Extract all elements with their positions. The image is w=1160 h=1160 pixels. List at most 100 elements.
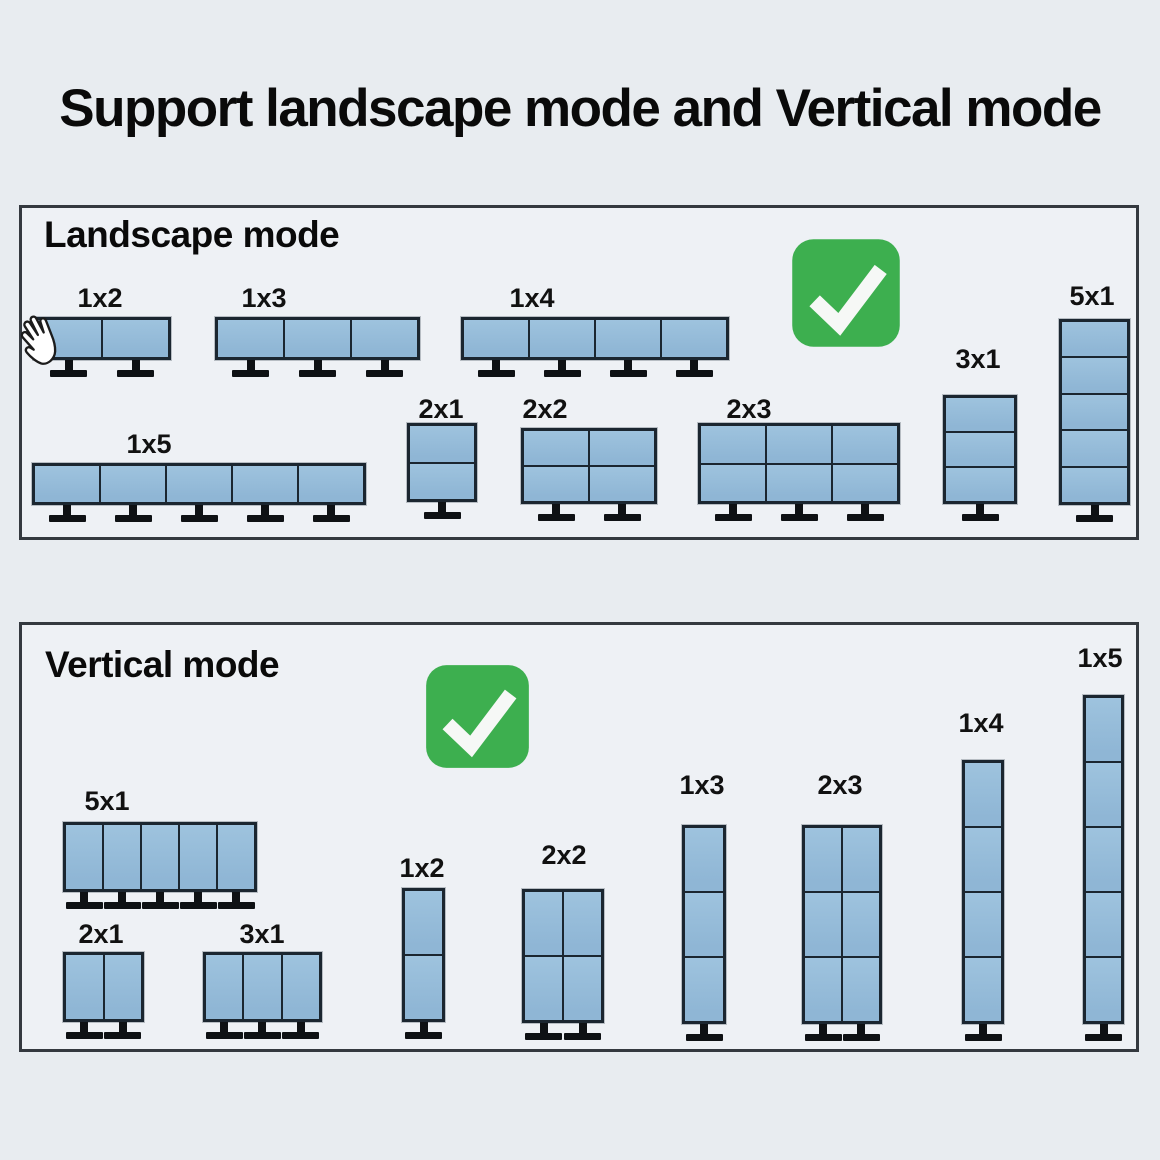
monitor-screen <box>832 463 898 502</box>
monitor-screen <box>589 430 655 466</box>
config-label-landscape-2x2: 2x2 <box>522 394 568 424</box>
monitor-screen <box>103 824 141 890</box>
monitor-stand <box>685 1024 723 1042</box>
config-label-vertical-1x2: 1x2 <box>399 853 445 883</box>
monitor-grid-vertical-2x3 <box>802 825 882 1024</box>
config-label-vertical-2x1: 2x1 <box>78 919 124 949</box>
monitor-screen <box>945 467 1015 502</box>
monitor-screen <box>1061 321 1128 358</box>
monitor-screen <box>684 827 724 892</box>
monitor-screen <box>103 954 142 1020</box>
monitor-grid-vertical-5x1 <box>63 822 257 892</box>
monitor-screen <box>945 432 1015 467</box>
monitor-stand <box>50 360 88 378</box>
monitor-screen <box>523 430 589 466</box>
monitor-grid-landscape-5x1 <box>1059 319 1130 505</box>
monitor-screen <box>684 892 724 957</box>
monitor-screen <box>1085 827 1122 892</box>
config-label-landscape-2x3: 2x3 <box>726 394 772 424</box>
monitor-stand <box>846 504 884 522</box>
monitor-grid-vertical-1x4 <box>962 760 1004 1024</box>
monitor-screen <box>964 892 1002 957</box>
config-label-landscape-1x5: 1x5 <box>126 429 172 459</box>
monitor-screen <box>766 425 832 464</box>
page-title: Support landscape mode and Vertical mode <box>59 79 1102 138</box>
monitor-screen <box>298 465 364 503</box>
monitor-screen <box>1061 393 1128 431</box>
monitor-screen <box>700 425 766 464</box>
monitor-screen <box>205 954 244 1020</box>
monitor-stand <box>804 1024 842 1042</box>
monitor-stand <box>48 505 86 523</box>
checkmark-icon <box>790 237 902 349</box>
monitor-screen <box>1085 957 1122 1022</box>
monitor-stand <box>243 1022 281 1040</box>
monitor-screen <box>589 466 655 502</box>
monitor-screen <box>284 319 351 358</box>
monitor-screen <box>523 466 589 502</box>
monitor-screen <box>842 957 880 1022</box>
monitor-stand <box>543 360 581 378</box>
hand-cursor-icon <box>4 302 71 373</box>
monitor-stand <box>141 892 179 910</box>
monitor-stand <box>312 505 350 523</box>
monitor-stand <box>675 360 713 378</box>
config-label-vertical-5x1: 5x1 <box>84 786 130 816</box>
monitor-screen <box>65 824 103 890</box>
config-label-landscape-5x1: 5x1 <box>1069 281 1115 311</box>
monitor-screen <box>232 465 298 503</box>
monitor-screen <box>351 319 418 358</box>
checkmark-icon <box>424 663 531 770</box>
monitor-stand <box>1085 1024 1123 1042</box>
monitor-stand <box>609 360 647 378</box>
monitor-grid-vertical-1x3 <box>682 825 726 1024</box>
config-label-vertical-1x5: 1x5 <box>1077 643 1123 673</box>
monitor-screen <box>102 319 169 358</box>
monitor-screen <box>563 891 602 956</box>
monitor-stand <box>366 360 404 378</box>
monitor-grid-vertical-2x1 <box>63 952 144 1022</box>
monitor-stand <box>282 1022 320 1040</box>
monitor-stand <box>299 360 337 378</box>
monitor-stand <box>423 502 461 520</box>
monitor-stand <box>1076 505 1114 523</box>
monitor-screen <box>409 462 475 500</box>
monitor-stand <box>232 360 270 378</box>
monitor-stand <box>525 1023 563 1041</box>
monitor-stand <box>564 1023 602 1041</box>
monitor-stand <box>961 504 999 522</box>
monitor-screen <box>964 957 1002 1022</box>
panel-heading-landscape: Landscape mode <box>44 214 340 255</box>
config-label-vertical-3x1: 3x1 <box>239 919 285 949</box>
monitor-stand <box>405 1022 443 1040</box>
monitor-stand <box>179 892 217 910</box>
monitor-screen <box>141 824 179 890</box>
monitor-grid-landscape-2x1 <box>407 423 477 502</box>
monitor-screen <box>1061 430 1128 467</box>
monitor-screen <box>804 827 842 892</box>
config-label-landscape-1x4: 1x4 <box>509 283 555 313</box>
config-label-vertical-1x4: 1x4 <box>958 708 1004 738</box>
monitor-screen <box>529 319 595 358</box>
monitor-stand <box>117 360 155 378</box>
monitor-grid-vertical-1x2 <box>402 888 445 1022</box>
monitor-screen <box>100 465 166 503</box>
config-label-vertical-2x3: 2x3 <box>817 770 863 800</box>
monitor-screen <box>842 827 880 892</box>
monitor-screen <box>661 319 727 358</box>
monitor-grid-landscape-2x2 <box>521 428 657 504</box>
monitor-screen <box>166 465 232 503</box>
monitor-screen <box>563 956 602 1021</box>
monitor-screen <box>804 957 842 1022</box>
monitor-screen <box>524 956 563 1021</box>
monitor-grid-vertical-3x1 <box>203 952 322 1022</box>
monitor-screen <box>964 827 1002 892</box>
monitor-stand <box>714 504 752 522</box>
monitor-grid-landscape-1x5 <box>32 463 366 505</box>
monitor-screen <box>463 319 529 358</box>
config-label-landscape-2x1: 2x1 <box>418 394 464 424</box>
monitor-grid-landscape-3x1 <box>943 395 1017 504</box>
